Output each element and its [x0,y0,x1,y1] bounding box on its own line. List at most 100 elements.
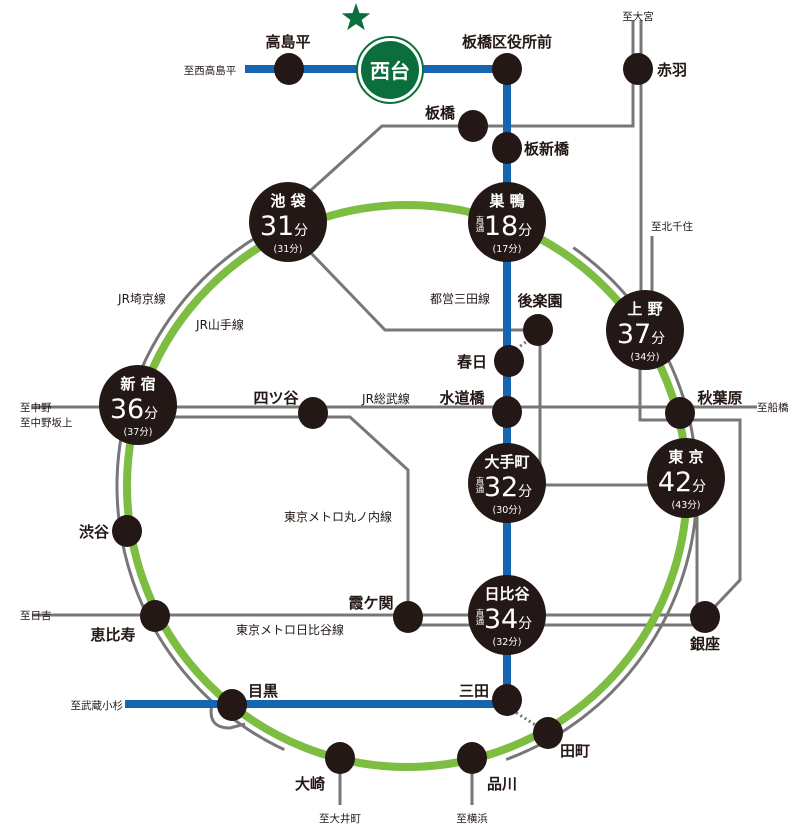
station-akabane[interactable] [623,53,653,85]
station-takashimadaira[interactable] [274,53,304,85]
station-kasuga[interactable] [494,345,524,377]
direction-musashikosugi: 至武蔵小杉 [71,699,124,712]
hub-name: 大手町 [484,453,529,471]
station-label: 田町 [560,742,590,760]
travel-time-alt: (34分) [630,352,659,363]
station-dot [533,717,563,749]
station-label: 霞ケ関 [348,594,393,612]
travel-time-value: 18 [484,211,518,242]
line-label-mita: 都営三田線 [430,291,490,306]
station-dot [325,742,355,774]
station-label: 秋葉原 [697,389,742,407]
station-label: 目黒 [248,682,278,700]
station-dot [112,515,142,547]
station-label: 恵比寿 [90,626,135,644]
origin-label: 西台 [370,59,410,83]
station-dot [492,53,522,85]
direct-service-badge: 直通 [474,608,484,627]
travel-time-unit: 分 [651,331,665,347]
direction-hiyoshi: 至日吉 [20,610,52,622]
travel-time: 18分 [484,211,532,242]
travel-time: 31分 [260,211,308,242]
hub-name: 池 袋 [270,192,306,210]
station-itabashi[interactable] [458,110,488,142]
station-dot [523,314,553,346]
origin-dot [361,41,419,99]
station-akihabara[interactable] [665,397,695,429]
travel-time-alt: (37分) [123,427,152,438]
station-label: 高島平 [265,33,310,51]
hub-name: 巣 鴨 [488,192,524,210]
direction-kitasenju: 至北千住 [651,220,693,233]
travel-time-unit: 分 [518,484,532,500]
line-label-marunouchi: 東京メトロ丸ノ内線 [284,509,392,524]
direction-nakanosakaue: 至中野坂上 [20,416,73,429]
station-itashinbashi[interactable] [492,132,522,164]
direction-yokohama: 至横浜 [456,812,488,825]
station-dot [492,684,522,716]
station-ebisu[interactable] [140,600,170,632]
travel-time-value: 34 [484,604,518,635]
line-label-hibiya: 東京メトロ日比谷線 [236,622,344,637]
travel-time-alt: (31分) [273,244,302,255]
station-dot [492,396,522,428]
station-meguro[interactable] [217,689,247,721]
travel-time-unit: 分 [518,223,532,239]
station-yotsuya[interactable] [298,397,328,429]
station-osaki[interactable] [325,742,355,774]
hibiya-line-north [638,330,742,619]
travel-time-value: 36 [110,394,144,425]
travel-time-unit: 分 [144,406,158,422]
hub-name: 新 宿 [120,375,155,393]
line-label-sobu: JR総武線 [361,391,410,406]
travel-time-unit: 分 [692,479,706,495]
station-shinagawa[interactable] [457,742,487,774]
station-shibuya[interactable] [112,515,142,547]
hub-name: 日比谷 [484,585,530,603]
station-label: 春日 [457,353,487,371]
hub-dot [647,438,725,518]
marunouchi-line-west [150,415,705,627]
station-label: 大崎 [295,775,325,793]
station-dot [217,689,247,721]
station-dot [492,132,522,164]
station-ginza[interactable] [690,601,720,633]
direction-omiya: 至大宮 [622,10,654,23]
line-label-yamanote: JR山手線 [195,317,244,332]
travel-time-alt: (17分) [492,244,521,255]
station-label: 板新橋 [524,140,570,158]
station-tamachi[interactable] [533,717,563,749]
travel-time: 42分 [658,467,706,498]
travel-time-alt: (43分) [671,500,700,511]
station-korakuen[interactable] [523,314,553,346]
travel-time-unit: 分 [294,223,308,239]
hub-dot [99,365,177,445]
station-mita[interactable] [492,684,522,716]
travel-time: 36分 [110,394,158,425]
station-dot [393,601,423,633]
station-label: 四ツ谷 [253,389,299,407]
travel-time: 37分 [617,319,665,350]
station-label: 品川 [487,775,517,793]
station-dot [458,110,488,142]
hub-name: 上 野 [627,300,662,318]
station-kasumigaseki[interactable] [393,601,423,633]
station-label: 板橋区役所前 [462,33,552,51]
hub-dot [468,443,546,523]
marunouchi-line-korakuen [308,250,542,485]
station-kuyakushomae[interactable] [492,53,522,85]
station-label: 後楽園 [516,292,562,310]
origin-station[interactable]: 西台 [341,3,424,104]
station-suidobashi[interactable] [492,396,522,428]
station-dot [623,53,653,85]
travel-time: 34分 [484,604,532,635]
